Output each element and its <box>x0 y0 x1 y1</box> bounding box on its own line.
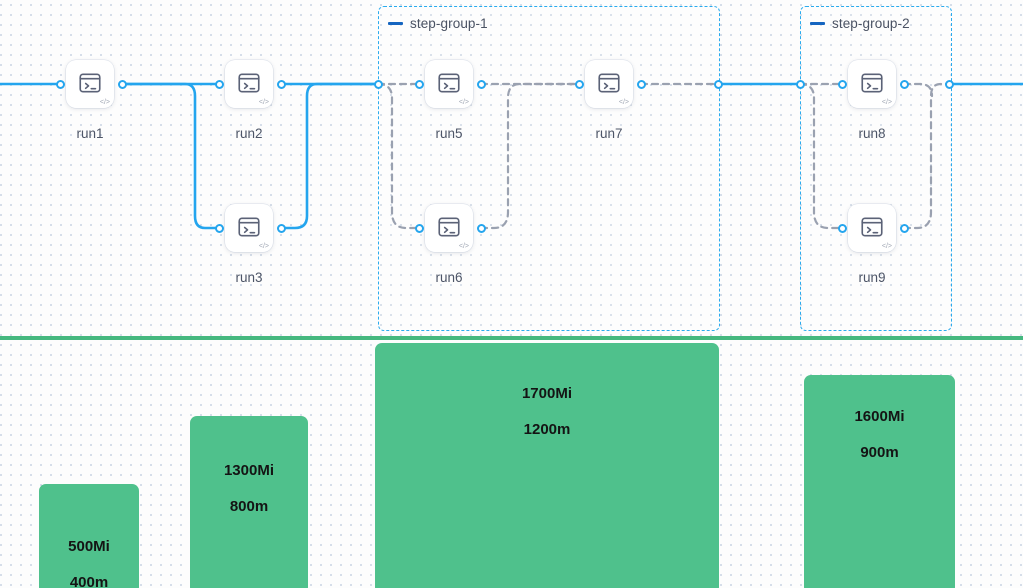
port-step-group-1-out[interactable] <box>713 79 723 89</box>
port-run1-in[interactable] <box>55 79 65 89</box>
resource-bar-2[interactable]: 1300Mi 800m <box>190 416 308 588</box>
bar-3-memory: 1700Mi <box>521 385 573 402</box>
minus-icon[interactable] <box>388 22 403 25</box>
group-label: step-group-1 <box>410 16 488 31</box>
node-run6[interactable]: </> <box>425 204 473 252</box>
resource-bar-1[interactable]: 500Mi 400m <box>39 484 139 588</box>
node-label-run5: run5 <box>435 126 463 141</box>
node-run3[interactable]: </> <box>225 204 273 252</box>
bar-3-cpu: 1200m <box>523 421 571 438</box>
code-badge-icon: </> <box>881 243 892 250</box>
section-separator <box>0 336 1023 340</box>
resource-bar-2-label: 1300Mi 800m <box>190 444 308 516</box>
bar-4-cpu: 900m <box>860 444 899 461</box>
resource-bar-3-label: 1700Mi 1200m <box>375 367 719 439</box>
group-label: step-group-2 <box>832 16 910 31</box>
code-badge-icon: </> <box>618 99 629 106</box>
port-run9-out[interactable] <box>899 223 909 233</box>
terminal-icon <box>598 73 620 93</box>
terminal-icon <box>238 217 260 237</box>
group-box-step-group-2[interactable] <box>800 6 952 331</box>
node-label-run2: run2 <box>235 126 263 141</box>
code-badge-icon: </> <box>99 99 110 106</box>
group-header-step-group-1[interactable]: step-group-1 <box>388 16 488 31</box>
bar-1-memory: 500Mi <box>68 538 110 555</box>
bar-2-memory: 1300Mi <box>223 462 275 479</box>
edge-run9-group2out <box>902 82 951 230</box>
minus-icon[interactable] <box>810 22 825 25</box>
edge-run3-merge <box>279 82 380 230</box>
port-run5-out[interactable] <box>476 79 486 89</box>
port-step-group-2-in[interactable] <box>795 79 805 89</box>
port-step-group-2-out[interactable] <box>944 79 954 89</box>
group-header-step-group-2[interactable]: step-group-2 <box>810 16 910 31</box>
edge-group1in-run6 <box>376 82 421 230</box>
code-badge-icon: </> <box>458 243 469 250</box>
edge-run1-run3 <box>120 82 221 230</box>
terminal-icon <box>238 73 260 93</box>
port-run7-out[interactable] <box>636 79 646 89</box>
node-label-run3: run3 <box>235 270 263 285</box>
terminal-icon <box>79 73 101 93</box>
node-run5[interactable]: </> <box>425 60 473 108</box>
edge-run6-run7 <box>479 82 581 230</box>
bar-4-memory: 1600Mi <box>854 408 905 425</box>
node-label-run9: run9 <box>858 270 886 285</box>
resource-bar-4-label: 1600Mi 900m <box>804 390 955 462</box>
port-run6-out[interactable] <box>476 223 486 233</box>
node-run2[interactable]: </> <box>225 60 273 108</box>
port-run6-in[interactable] <box>414 223 424 233</box>
terminal-icon <box>861 217 883 237</box>
bar-2-cpu: 800m <box>229 498 269 515</box>
edge-group2in-run9 <box>798 82 844 230</box>
edge-group-inactive <box>376 82 951 230</box>
port-step-group-1-in[interactable] <box>373 79 383 89</box>
node-label-run7: run7 <box>595 126 623 141</box>
port-run1-out[interactable] <box>117 79 127 89</box>
node-run1[interactable]: </> <box>66 60 114 108</box>
port-run9-in[interactable] <box>837 223 847 233</box>
code-badge-icon: </> <box>258 99 269 106</box>
port-run2-in[interactable] <box>214 79 224 89</box>
port-run8-in[interactable] <box>837 79 847 89</box>
node-label-run8: run8 <box>858 126 886 141</box>
node-run8[interactable]: </> <box>848 60 896 108</box>
edge-group-active <box>0 82 1023 230</box>
terminal-icon <box>861 73 883 93</box>
code-badge-icon: </> <box>881 99 892 106</box>
port-run3-out[interactable] <box>276 223 286 233</box>
port-run3-in[interactable] <box>214 223 224 233</box>
port-run5-in[interactable] <box>414 79 424 89</box>
terminal-icon <box>438 73 460 93</box>
node-run9[interactable]: </> <box>848 204 896 252</box>
port-run8-out[interactable] <box>899 79 909 89</box>
resource-bar-3[interactable]: 1700Mi 1200m <box>375 343 719 588</box>
code-badge-icon: </> <box>458 99 469 106</box>
terminal-icon <box>438 217 460 237</box>
code-badge-icon: </> <box>258 243 269 250</box>
resource-bar-4[interactable]: 1600Mi 900m <box>804 375 955 588</box>
port-run2-out[interactable] <box>276 79 286 89</box>
resource-bar-1-label: 500Mi 400m <box>39 520 139 588</box>
bar-1-cpu: 400m <box>69 574 109 588</box>
node-label-run1: run1 <box>76 126 104 141</box>
node-run7[interactable]: </> <box>585 60 633 108</box>
node-label-run6: run6 <box>435 270 463 285</box>
port-run7-in[interactable] <box>574 79 584 89</box>
